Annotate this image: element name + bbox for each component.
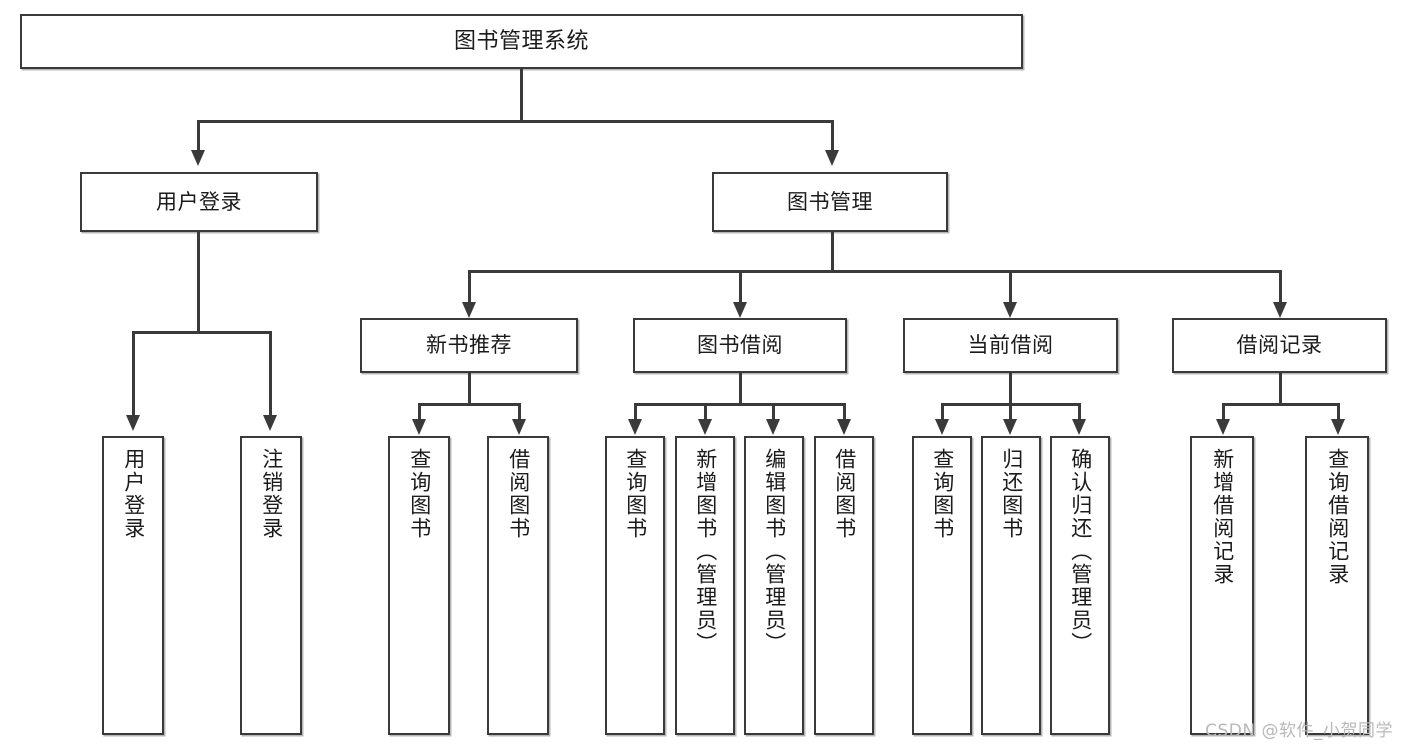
node-leaf-query-book-2[interactable]: 查询图书	[605, 436, 665, 735]
edge-current-borrow-stem	[1009, 373, 1012, 405]
node-book-borrow-label: 图书借阅	[697, 333, 783, 358]
arrowhead-current-borrow	[1003, 302, 1017, 318]
node-user-login[interactable]: 用户登录	[80, 172, 318, 232]
arrowhead-leaf-query-book-3	[935, 419, 949, 435]
edge-to-leaf-query-book-1	[418, 403, 421, 421]
node-leaf-query-record-label: 查询借阅记录	[1325, 448, 1350, 586]
edge-level3-bus	[468, 270, 1280, 273]
node-leaf-user-login[interactable]: 用户登录	[102, 436, 164, 735]
edge-level2-bus	[197, 120, 834, 123]
edge-book-borrow-stem	[739, 373, 742, 405]
edge-to-leaf-return-book	[1009, 403, 1012, 421]
node-leaf-borrow-book-2[interactable]: 借阅图书	[814, 436, 874, 735]
arrowhead-new-book-recommend	[462, 302, 476, 318]
watermark-text: CSDN @软件_小贺同学	[1205, 721, 1393, 741]
edge-to-leaf-logout	[269, 331, 272, 417]
node-current-borrow[interactable]: 当前借阅	[903, 318, 1118, 373]
arrowhead-leaf-edit-book	[766, 419, 780, 435]
edge-to-leaf-query-record	[1337, 403, 1340, 421]
edge-to-leaf-add-book	[704, 403, 707, 421]
edge-to-book-borrow	[739, 270, 742, 304]
node-leaf-edit-book-label: 编辑图书（管理员）	[762, 448, 787, 655]
node-root-label: 图书管理系统	[453, 28, 589, 54]
node-leaf-add-book-label: 新增图书（管理员）	[693, 448, 718, 655]
node-root[interactable]: 图书管理系统	[20, 14, 1023, 69]
node-borrow-record[interactable]: 借阅记录	[1172, 318, 1387, 373]
edge-to-leaf-add-record	[1222, 403, 1225, 421]
node-leaf-confirm-return-label: 确认归还（管理员）	[1068, 448, 1093, 655]
node-leaf-query-book-2-label: 查询图书	[623, 448, 648, 540]
arrowhead-leaf-query-book-2	[628, 419, 642, 435]
node-leaf-query-record[interactable]: 查询借阅记录	[1305, 436, 1369, 735]
arrowhead-leaf-add-record	[1216, 419, 1230, 435]
node-book-management[interactable]: 图书管理	[712, 172, 948, 232]
edge-new-book-recommend-stem	[468, 373, 471, 405]
edge-to-new-book-recommend	[468, 270, 471, 304]
node-leaf-borrow-book-2-label: 借阅图书	[832, 448, 857, 540]
edge-to-leaf-user-login	[132, 331, 135, 417]
node-leaf-user-login-label: 用户登录	[121, 448, 146, 540]
node-leaf-query-book-3[interactable]: 查询图书	[912, 436, 972, 735]
edge-user-login-stem	[197, 232, 200, 333]
arrowhead-leaf-borrow-book-2	[837, 419, 851, 435]
arrowhead-book-borrow	[733, 302, 747, 318]
node-leaf-query-book-1[interactable]: 查询图书	[388, 436, 450, 735]
node-new-book-recommend[interactable]: 新书推荐	[360, 318, 578, 373]
edge-to-book-management	[831, 120, 834, 152]
node-leaf-logout[interactable]: 注销登录	[240, 436, 302, 735]
node-leaf-query-book-3-label: 查询图书	[930, 448, 955, 540]
edge-root-stem	[520, 69, 523, 122]
node-leaf-edit-book[interactable]: 编辑图书（管理员）	[744, 436, 804, 735]
edge-to-leaf-borrow-book-1	[518, 403, 521, 421]
node-leaf-confirm-return[interactable]: 确认归还（管理员）	[1050, 436, 1110, 735]
node-book-management-label: 图书管理	[787, 189, 873, 214]
arrowhead-borrow-record	[1273, 302, 1287, 318]
node-leaf-add-book[interactable]: 新增图书（管理员）	[675, 436, 735, 735]
edge-to-leaf-query-book-2	[634, 403, 637, 421]
node-leaf-query-book-1-label: 查询图书	[407, 448, 432, 540]
node-leaf-return-book-label: 归还图书	[999, 448, 1024, 540]
edge-to-current-borrow	[1009, 270, 1012, 304]
edge-to-user-login	[197, 120, 200, 152]
arrowhead-leaf-user-login	[126, 415, 140, 431]
node-borrow-record-label: 借阅记录	[1236, 333, 1323, 358]
edge-book-borrow-bus	[634, 403, 845, 406]
node-leaf-add-record[interactable]: 新增借阅记录	[1190, 436, 1254, 735]
node-leaf-borrow-book-1[interactable]: 借阅图书	[487, 436, 549, 735]
edge-to-leaf-borrow-book-2	[843, 403, 846, 421]
arrowhead-user-login	[191, 150, 205, 166]
arrowhead-leaf-borrow-book-1	[512, 419, 526, 435]
edge-user-login-bus	[132, 331, 269, 334]
node-user-login-label: 用户登录	[156, 189, 242, 214]
node-leaf-borrow-book-1-label: 借阅图书	[506, 448, 531, 540]
arrowhead-leaf-query-record	[1331, 419, 1345, 435]
edge-to-leaf-confirm-return	[1078, 403, 1081, 421]
node-leaf-logout-label: 注销登录	[259, 448, 284, 540]
edge-to-borrow-record	[1279, 270, 1282, 304]
arrowhead-leaf-return-book	[1003, 419, 1017, 435]
node-current-borrow-label: 当前借阅	[967, 333, 1054, 358]
arrowhead-book-management	[825, 150, 839, 166]
node-new-book-recommend-label: 新书推荐	[426, 333, 512, 358]
node-leaf-return-book[interactable]: 归还图书	[981, 436, 1041, 735]
arrowhead-leaf-confirm-return	[1072, 419, 1086, 435]
edge-borrow-record-bus	[1222, 403, 1337, 406]
edge-to-leaf-query-book-3	[941, 403, 944, 421]
edge-borrow-record-stem	[1279, 373, 1282, 405]
arrowhead-leaf-add-book	[698, 419, 712, 435]
arrowhead-leaf-logout	[263, 415, 277, 431]
edge-book-management-stem	[831, 232, 834, 272]
edge-new-book-recommend-bus	[418, 403, 518, 406]
node-book-borrow[interactable]: 图书借阅	[633, 318, 847, 373]
edge-to-leaf-edit-book	[772, 403, 775, 421]
arrowhead-leaf-query-book-1	[412, 419, 426, 435]
node-leaf-add-record-label: 新增借阅记录	[1210, 448, 1235, 586]
